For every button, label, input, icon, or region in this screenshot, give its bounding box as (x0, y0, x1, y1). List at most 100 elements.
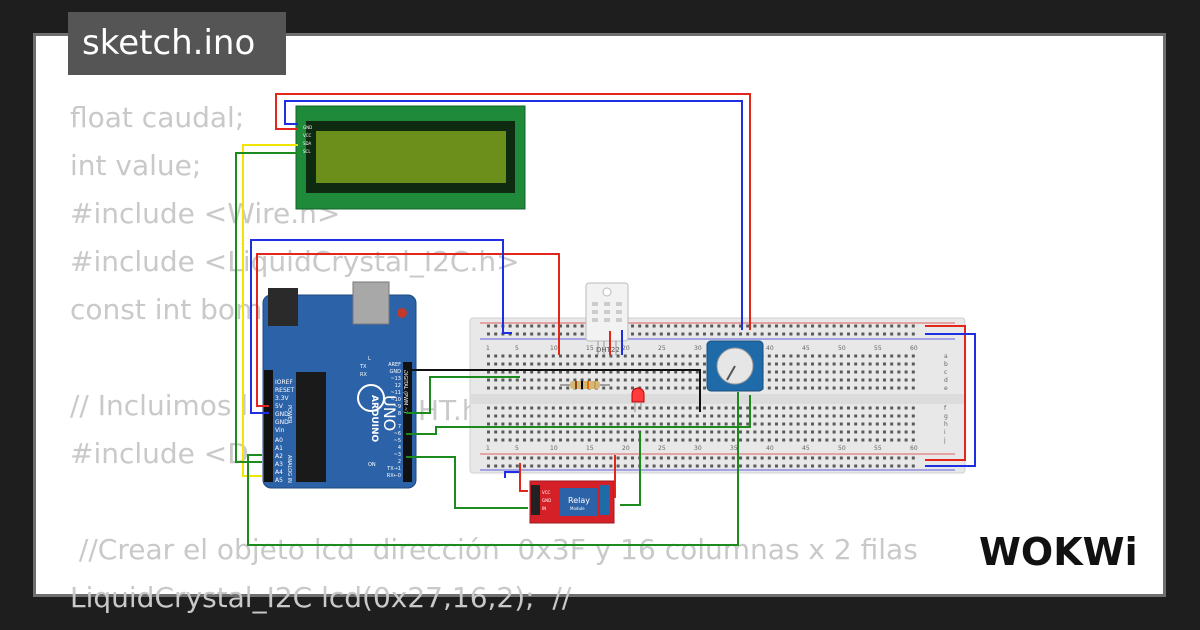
breadboard-hole (494, 464, 498, 468)
breadboard-hole (760, 422, 764, 426)
breadboard-hole (868, 362, 872, 366)
breadboard-hole (775, 422, 778, 426)
breadboard-hole (796, 406, 800, 410)
breadboard-hole (580, 362, 584, 366)
breadboard-hole (825, 464, 829, 468)
breadboard-hole (631, 464, 634, 468)
breadboard-hole (911, 370, 915, 374)
lcd-display[interactable]: GND VCC SDA SCL (295, 105, 526, 210)
potentiometer[interactable] (706, 340, 764, 392)
breadboard-hole (767, 324, 771, 328)
breadboard-hole (595, 414, 598, 418)
arduino-brand-label: ARDUINO (369, 395, 379, 443)
breadboard-hole (710, 414, 714, 418)
breadboard-hole (818, 430, 822, 434)
breadboard-hole (861, 332, 865, 336)
breadboard-hole (566, 370, 570, 374)
breadboard-hole (609, 370, 613, 374)
breadboard-hole (847, 362, 850, 366)
breadboard-hole (875, 354, 879, 358)
breadboard-hole (803, 464, 807, 468)
breadboard-hole (789, 406, 793, 410)
breadboard-hole (703, 354, 706, 358)
wire-relay-gnd (504, 471, 520, 478)
breadboard-hole (523, 332, 526, 336)
breadboard-hole (890, 464, 894, 468)
breadboard-hole (566, 430, 570, 434)
breadboard-hole (875, 332, 879, 336)
breadboard-hole (868, 406, 872, 410)
breadboard-hole (883, 354, 886, 358)
breadboard-hole (659, 362, 663, 366)
breadboard-hole (667, 414, 670, 418)
breadboard-hole (602, 354, 606, 358)
breadboard-hole (861, 386, 865, 390)
breadboard-hole (832, 324, 836, 328)
breadboard-hole (501, 378, 505, 382)
breadboard-hole (789, 370, 793, 374)
bb-col-num: 10 (550, 445, 558, 452)
breadboard-hole (587, 362, 591, 366)
breadboard-hole (667, 438, 670, 442)
breadboard-hole (688, 378, 692, 382)
breadboard-hole (796, 456, 800, 460)
breadboard-hole (875, 456, 879, 460)
arduino-uno-board[interactable]: IOREF RESET 3.3V 5V GND GND Vin A0 A1 A2… (262, 281, 417, 489)
breadboard-hole (623, 362, 627, 366)
bb-col-num: 30 (694, 345, 702, 352)
breadboard-hole (904, 370, 908, 374)
breadboard-hole (580, 370, 584, 374)
breadboard-hole (544, 414, 548, 418)
breadboard-hole (746, 406, 750, 410)
breadboard-hole (789, 414, 793, 418)
breadboard-hole (760, 414, 764, 418)
breadboard-hole (652, 332, 656, 336)
relay-module[interactable]: Relay Module VCC GND IN (529, 480, 615, 524)
breadboard-hole (847, 354, 850, 358)
breadboard-hole (883, 406, 886, 410)
breadboard-hole (803, 362, 807, 366)
breadboard-hole (832, 430, 836, 434)
breadboard-hole (832, 386, 836, 390)
breadboard-hole (537, 378, 541, 382)
bb-col-num: 10 (550, 345, 558, 352)
breadboard-hole (904, 324, 908, 328)
breadboard-hole (767, 438, 771, 442)
breadboard-hole (551, 378, 555, 382)
dht22-sensor[interactable]: DHT22 (585, 282, 629, 355)
breadboard-hole (875, 386, 879, 390)
breadboard-hole (645, 406, 649, 410)
breadboard-hole (832, 332, 836, 336)
led[interactable] (631, 387, 645, 412)
breadboard-hole (652, 354, 656, 358)
breadboard-hole (537, 414, 541, 418)
breadboard-hole (659, 332, 663, 336)
breadboard-hole (782, 378, 786, 382)
breadboard-hole (868, 378, 872, 382)
breadboard-hole (523, 464, 526, 468)
breadboard-hole (544, 370, 548, 374)
breadboard-hole (674, 464, 678, 468)
breadboard-hole (746, 422, 750, 426)
power-header (264, 370, 273, 482)
breadboard-hole (890, 414, 894, 418)
reset-button[interactable] (397, 308, 407, 318)
breadboard-hole (861, 438, 865, 442)
breadboard-hole (623, 354, 627, 358)
breadboard-hole (587, 370, 591, 374)
breadboard-hole (645, 354, 649, 358)
breadboard-hole (487, 422, 490, 426)
breadboard-hole (731, 414, 735, 418)
breadboard-hole (566, 378, 570, 382)
breadboard-hole (681, 354, 685, 358)
breadboard-hole (566, 406, 570, 410)
breadboard-hole (667, 324, 670, 328)
breadboard-hole (566, 422, 570, 426)
breadboard-hole (897, 324, 901, 328)
bb-col-num: 30 (694, 445, 702, 452)
breadboard-hole (825, 414, 829, 418)
breadboard-hole (638, 406, 642, 410)
breadboard-hole (868, 422, 872, 426)
breadboard-hole (839, 324, 843, 328)
breadboard-hole (803, 456, 807, 460)
